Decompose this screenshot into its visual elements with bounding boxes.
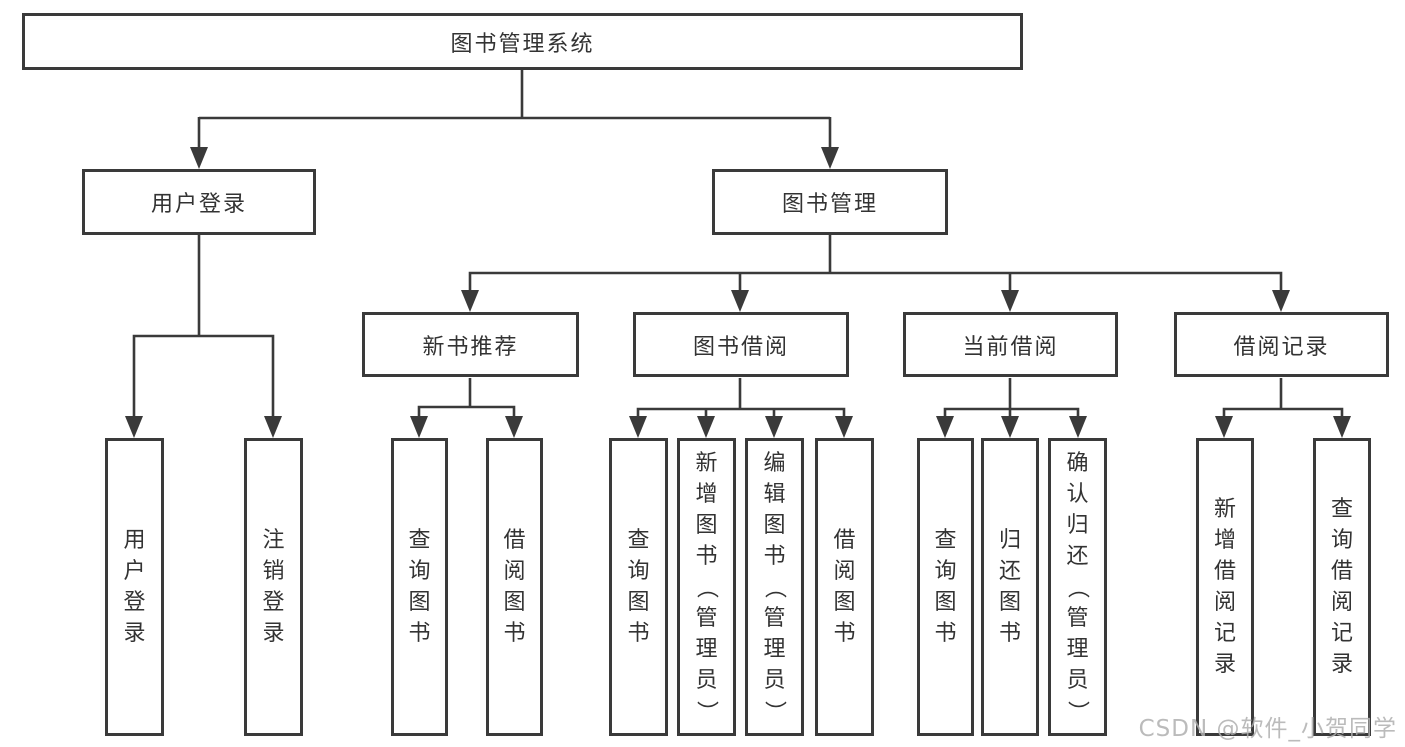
leaf-query-books-borrowing: 查询图书 [609,438,668,736]
leaf-label: 查询图书 [627,528,650,646]
leaf-label: 用户登录 [123,528,146,646]
leaf-label: 新增借阅记录 [1213,497,1236,677]
leaf-add-borrow-record: 新增借阅记录 [1196,438,1254,736]
node-current-borrowing: 当前借阅 [903,312,1118,377]
node-label: 当前借阅 [962,334,1059,360]
leaf-borrow-books-borrowing: 借阅图书 [815,438,874,736]
node-label: 图书借阅 [692,334,789,360]
node-label: 图书管理 [781,192,878,217]
leaf-label: 注销登录 [262,528,285,646]
node-book-management: 图书管理 [712,169,948,235]
leaf-query-books-current: 查询图书 [917,438,974,736]
watermark-text: CSDN @软件_小贺同学 [1138,716,1397,742]
leaf-user-login: 用户登录 [105,438,164,736]
leaf-borrow-books-recommend: 借阅图书 [486,438,543,736]
leaf-label: 查询图书 [408,528,431,646]
node-user-login: 用户登录 [82,169,316,235]
node-new-book-recommendation: 新书推荐 [362,312,579,377]
leaf-confirm-return-admin: 确认归还（管理员） [1048,438,1107,736]
leaf-label: 借阅图书 [833,528,856,646]
node-label: 用户登录 [150,192,247,217]
leaf-logout: 注销登录 [244,438,303,736]
leaf-label: 查询图书 [934,528,957,646]
node-book-borrowing: 图书借阅 [633,312,849,377]
leaf-label: 借阅图书 [503,528,526,646]
leaf-return-books: 归还图书 [981,438,1039,736]
node-borrow-records: 借阅记录 [1174,312,1389,377]
leaf-label: 查询借阅记录 [1330,497,1353,677]
leaf-label: 编辑图书（管理员） [761,450,787,723]
leaf-edit-books-admin: 编辑图书（管理员） [745,438,804,736]
node-label: 借阅记录 [1233,334,1330,360]
leaf-label: 归还图书 [998,528,1021,646]
leaf-label: 新增图书（管理员） [693,450,719,723]
node-label: 图书管理系统 [450,31,595,57]
leaf-query-books-recommend: 查询图书 [391,438,448,736]
leaf-query-borrow-record: 查询借阅记录 [1313,438,1371,736]
node-library-management-system: 图书管理系统 [22,13,1023,70]
leaf-label: 确认归还（管理员） [1064,450,1090,723]
node-label: 新书推荐 [422,334,519,360]
leaf-add-books-admin: 新增图书（管理员） [677,438,736,736]
